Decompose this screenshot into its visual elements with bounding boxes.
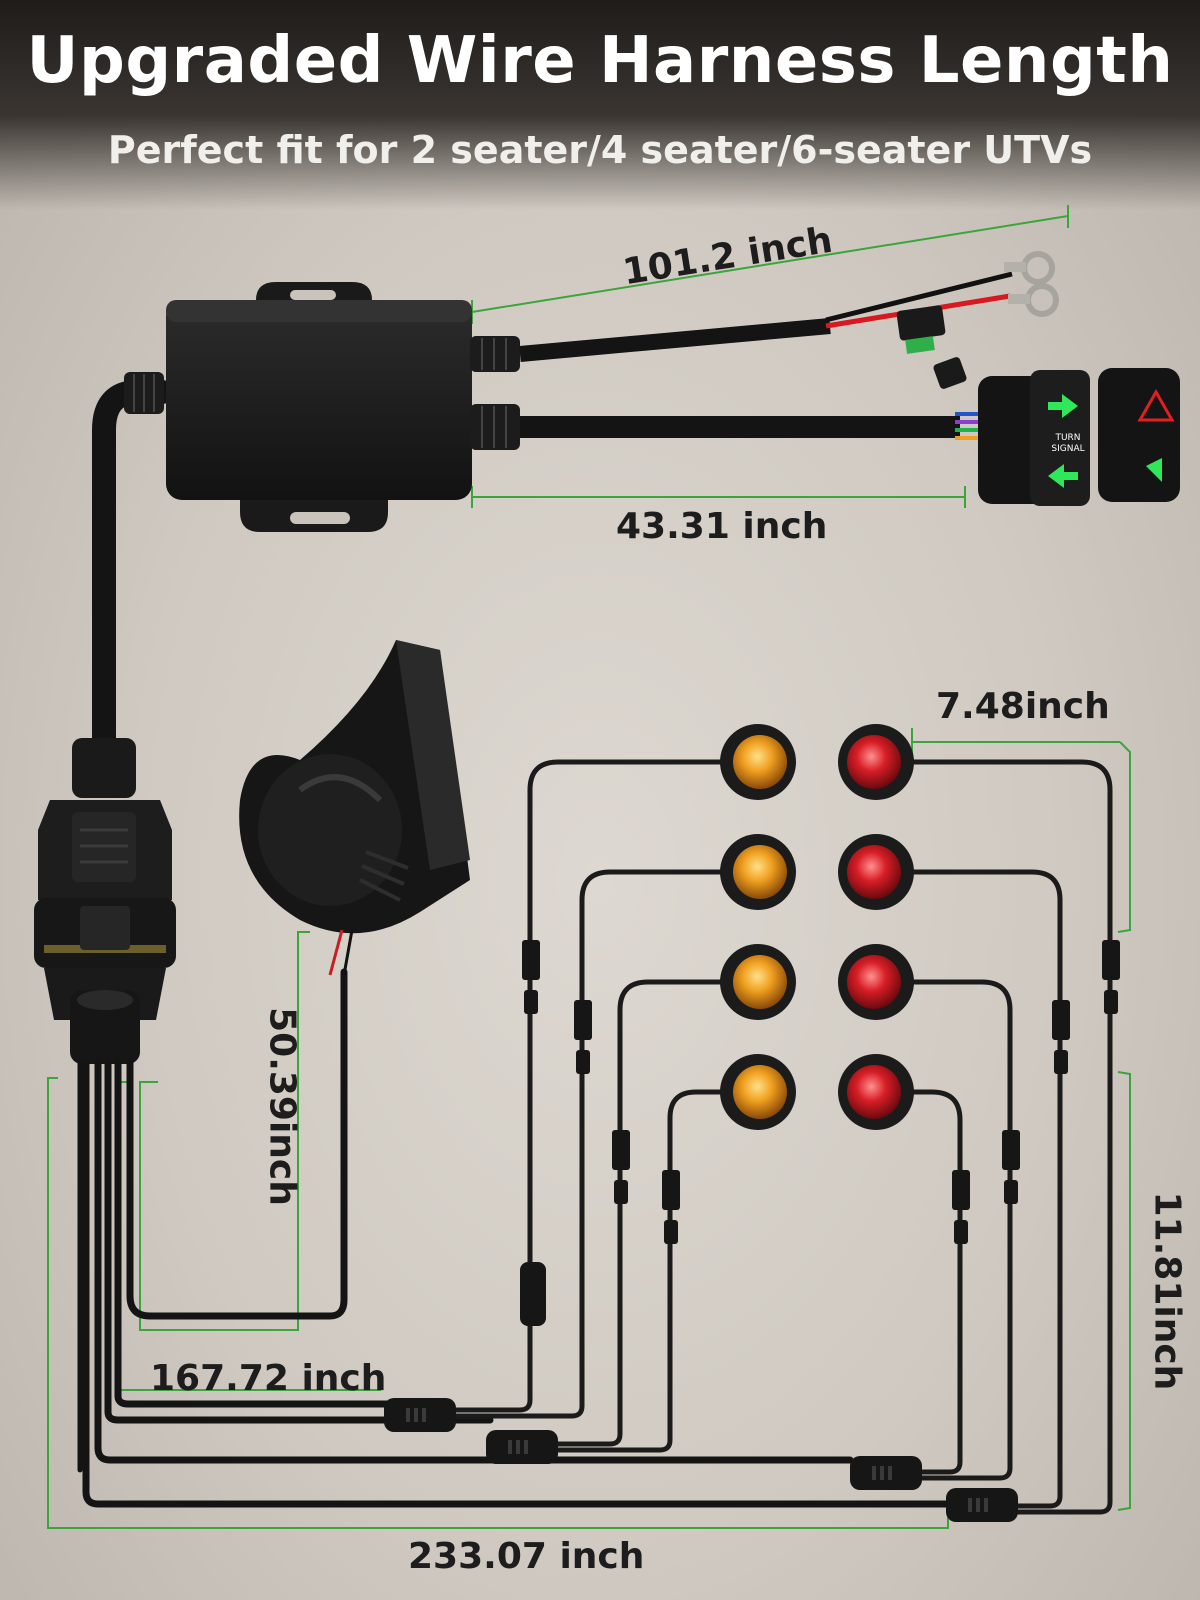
- fuse-icon: [905, 336, 935, 354]
- cable-grommet: [124, 372, 164, 414]
- power-cable: [519, 251, 1059, 389]
- amber-lights: [720, 724, 796, 1130]
- switch-label-line2: SIGNAL: [1051, 444, 1084, 454]
- header-band: [0, 0, 1200, 210]
- light-spacing-label: 7.48inch: [936, 686, 1110, 727]
- rocker-switch-turn-signal: TURN SIGNAL: [978, 370, 1090, 506]
- fuse-holder: [896, 305, 946, 341]
- horn-cable-length-label: 50.39inch: [261, 1007, 303, 1206]
- light-branch-length-label: 11.81inch: [1146, 1191, 1188, 1391]
- inline-connectors: [520, 940, 1120, 1326]
- red-light: [838, 1054, 914, 1130]
- horn-wire: [126, 968, 348, 1320]
- branch-plug: [520, 1262, 546, 1326]
- fanout-wires: [77, 968, 954, 1508]
- amber-light: [720, 724, 796, 800]
- horn-symbol-icon: [1146, 458, 1162, 482]
- wire-3: [94, 1058, 854, 1464]
- horn-icon: [239, 640, 470, 976]
- light-wires: [437, 759, 1113, 1515]
- main-plug-connector: [34, 738, 176, 1064]
- switch-label-line1: TURN: [1054, 433, 1080, 443]
- amber-light: [720, 834, 796, 910]
- controller-box: [166, 282, 520, 532]
- red-light: [838, 834, 914, 910]
- wire-4: [82, 1058, 954, 1508]
- switch-cable: [520, 412, 980, 440]
- bottom-splitters: [384, 1398, 1018, 1522]
- wire-2: [104, 1058, 494, 1424]
- page-title: Upgraded Wire Harness Length: [26, 24, 1174, 98]
- inner-cable-length-label: 167.72 inch: [150, 1358, 387, 1399]
- page-subtitle: Perfect fit for 2 seater/4 seater/6-seat…: [107, 128, 1093, 172]
- ring-terminal-icon: [1008, 283, 1059, 317]
- wire-1: [114, 1058, 394, 1408]
- power-cable-dimension-line: [471, 215, 1069, 313]
- red-light: [838, 724, 914, 800]
- hazard-triangle-icon: [1137, 388, 1175, 422]
- amber-light: [720, 944, 796, 1020]
- red-lights: [838, 724, 914, 1130]
- horn-cable-dimension-line: [139, 931, 310, 1331]
- light-branch-dimension-line: [1117, 1071, 1131, 1511]
- outer-cable-length-label: 233.07 inch: [408, 1536, 645, 1577]
- rocker-switch-hazard: [1098, 368, 1180, 502]
- left-arrow-icon: [1048, 464, 1078, 488]
- outer-cable-dimension-line: [47, 1077, 949, 1529]
- amber-light: [720, 1054, 796, 1130]
- ring-terminal-icon: [1004, 251, 1055, 285]
- red-light: [838, 944, 914, 1020]
- trunk-cable: [92, 380, 174, 764]
- right-arrow-icon: [1048, 394, 1078, 418]
- switch-cable-length-label: 43.31 inch: [616, 506, 828, 547]
